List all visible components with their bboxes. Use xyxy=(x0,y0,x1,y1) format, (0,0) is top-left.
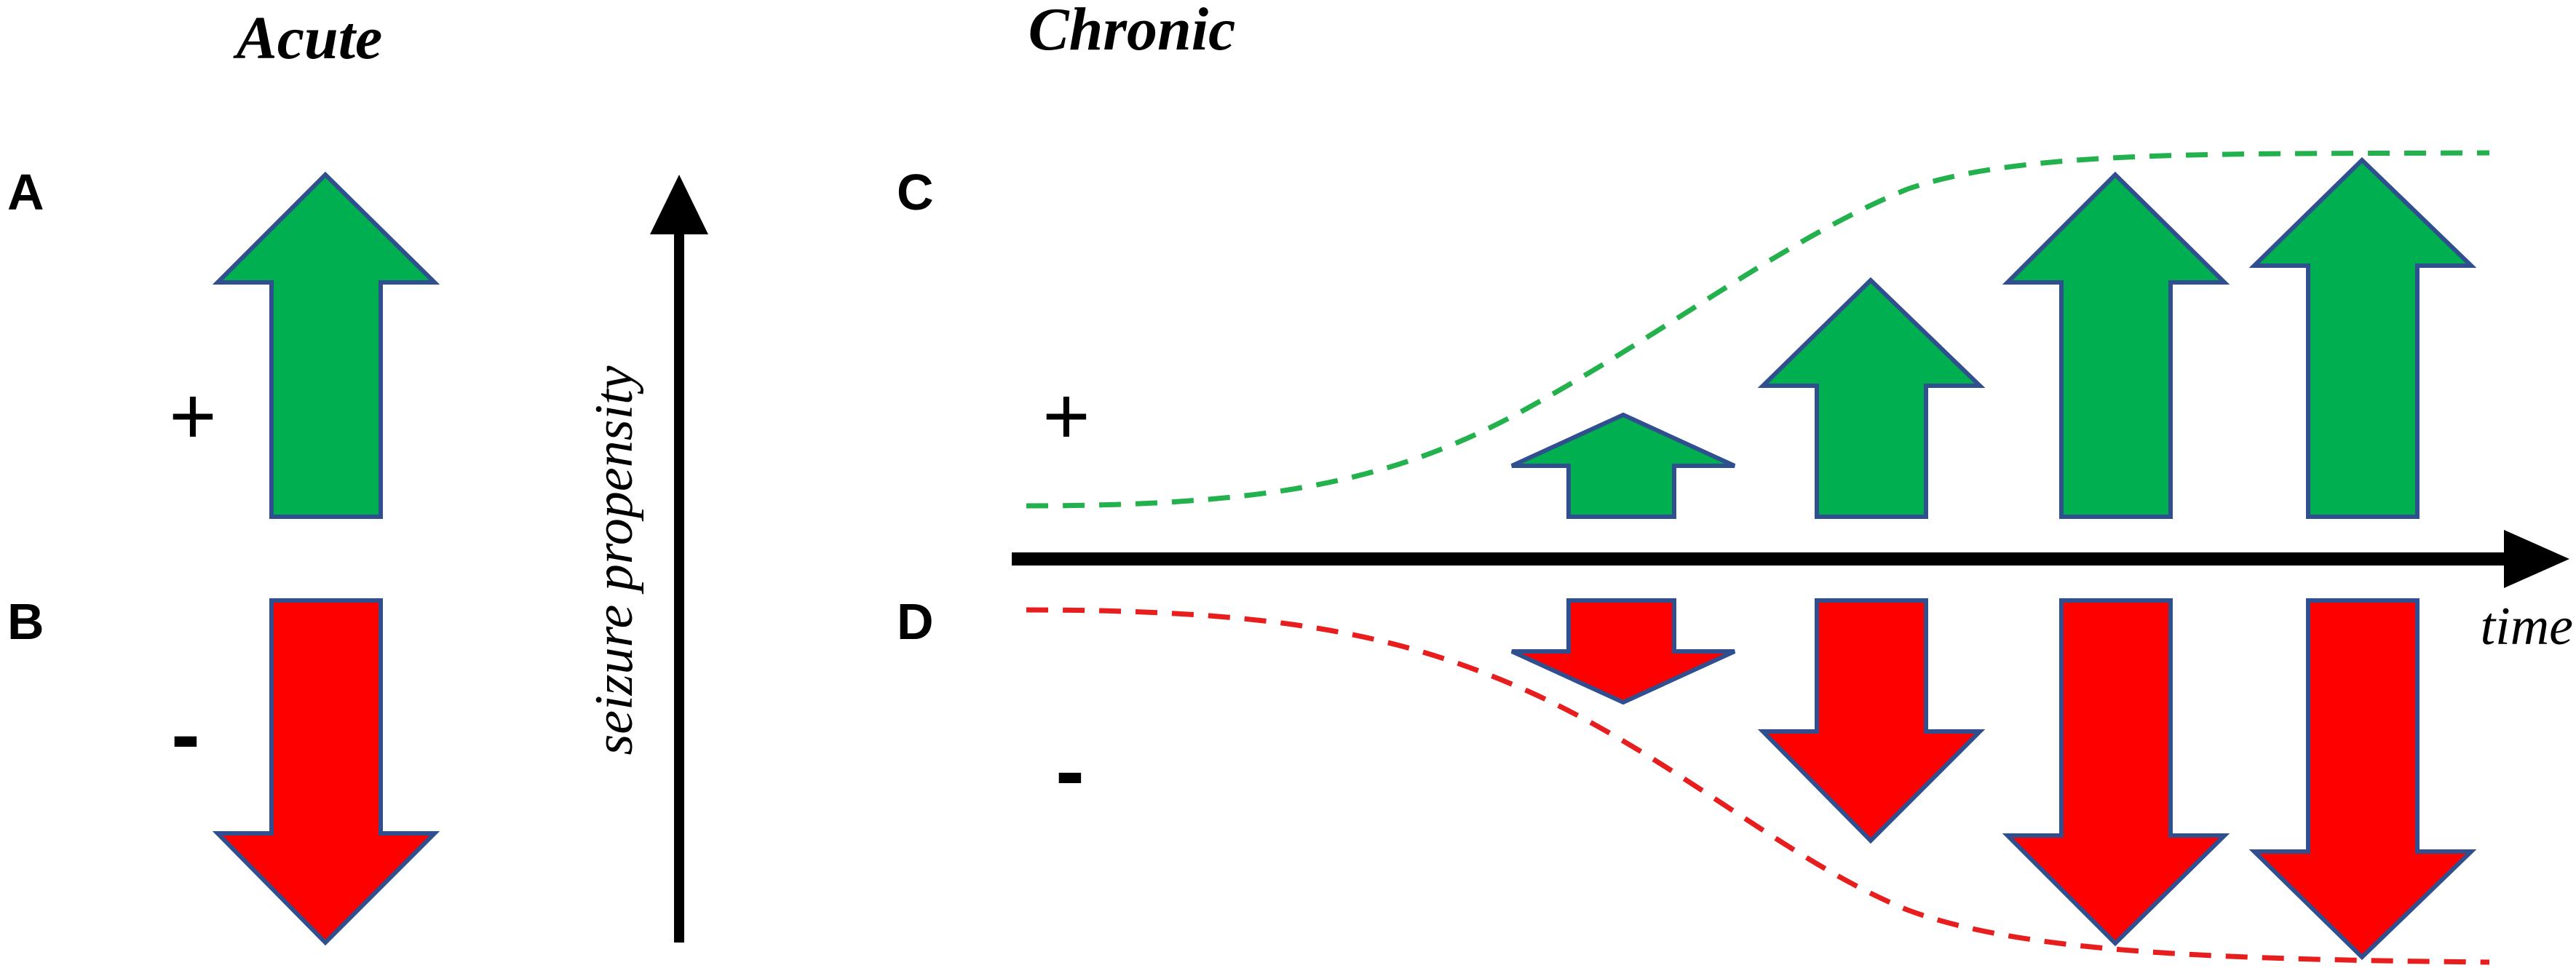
seizure-propensity-label: seizure propensity xyxy=(584,365,644,755)
panel-label-d: D xyxy=(897,593,934,650)
panel-label-c: C xyxy=(897,164,934,221)
seizure-propensity-axis-arrowhead xyxy=(650,175,708,234)
panel-label-a: A xyxy=(7,164,44,221)
acute-increase-arrow xyxy=(212,171,440,519)
increase-trend-curve xyxy=(1026,150,2490,509)
chronic-increase-arrow-3 xyxy=(2002,171,2230,519)
acute-decrease-arrow xyxy=(212,598,440,946)
chronic-increase-arrow-2 xyxy=(1757,277,1986,519)
chronic-decrease-arrow-2 xyxy=(1757,598,1986,844)
chronic-increase-arrow-4 xyxy=(2248,156,2477,519)
chronic-plus-sign: + xyxy=(1042,370,1090,461)
acute-plus-sign: + xyxy=(169,370,216,461)
panel-label-b: B xyxy=(7,593,44,650)
decrease-trend-curve xyxy=(1026,607,2490,965)
chronic-increase-arrow-1 xyxy=(1510,412,1736,519)
acute-minus-sign: - xyxy=(171,686,200,783)
chronic-heading: Chronic xyxy=(1029,0,1236,63)
time-axis-arrowhead xyxy=(2504,530,2569,588)
time-label: time xyxy=(2481,597,2573,656)
chronic-decrease-arrow-4 xyxy=(2248,598,2477,961)
acute-heading: Acute xyxy=(233,4,383,72)
chronic-decrease-arrow-1 xyxy=(1510,598,1736,705)
chronic-decrease-arrow-3 xyxy=(2002,598,2230,947)
chronic-minus-sign: - xyxy=(1055,722,1085,820)
